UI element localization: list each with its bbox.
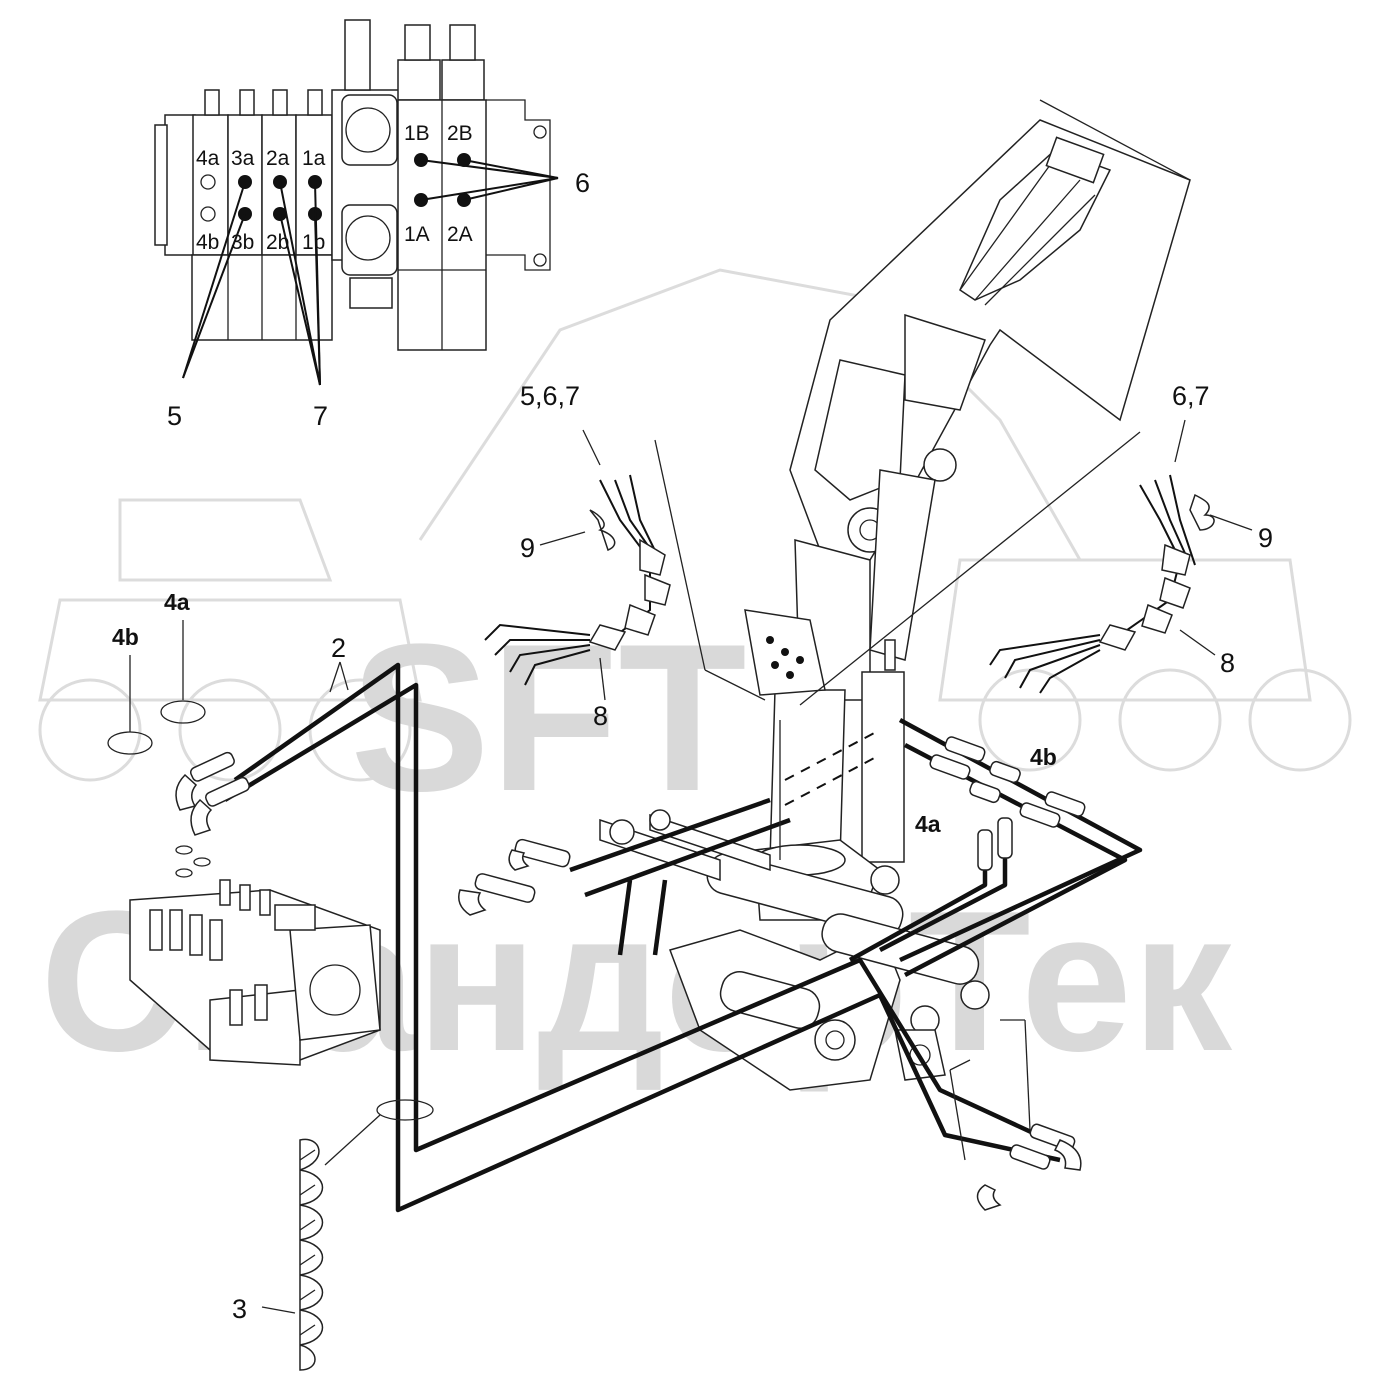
boom-arm: [744, 99, 1191, 863]
port-label-2B: 2B: [447, 122, 473, 145]
port-label-2b: 2b: [266, 231, 289, 254]
port-label-2a: 2a: [266, 147, 290, 170]
callout-6-7: 6,7: [1172, 381, 1210, 411]
callout-7: 7: [313, 401, 328, 431]
valve-assembly-iso: [129, 879, 381, 1066]
callout-4a-fitting: 4a: [915, 811, 941, 837]
callout-6: 6: [575, 168, 590, 198]
bottom-right-elbows: [976, 1123, 1082, 1211]
callout-4b-oring: 4b: [112, 624, 139, 650]
swing-left-fittings: [458, 838, 571, 916]
watermark-logo: SFT: [350, 600, 747, 835]
valve-port-labels: 4a 3a 2a 1a 4b 3b 2b 1b 1B 2B 1A 2A: [196, 122, 473, 254]
callout-5: 5: [167, 401, 182, 431]
port-label-2A: 2A: [447, 223, 473, 246]
spiral-guard-item-3: [261, 1138, 324, 1371]
callout-8-right: 8: [1220, 648, 1235, 678]
port-label-3a: 3a: [231, 147, 255, 170]
control-valve-inset: 4a 3a 2a 1a 4b 3b 2b 1b 1B 2B 1A 2A: [154, 19, 559, 386]
callout-2: 2: [331, 633, 346, 663]
right-fittings-cluster: [929, 736, 1086, 871]
left-elbow-fittings: [175, 751, 250, 878]
leader-lines: [329, 431, 1141, 1161]
hose-bundle-left: [484, 429, 671, 701]
port-label-4b: 4b: [196, 231, 219, 254]
o-ring-4b: [107, 731, 153, 755]
port-label-4a: 4a: [196, 147, 220, 170]
spiral-o-ring: [376, 1099, 434, 1121]
callout-labels: 2 3 4a 4b 5 6 7 5,6,7 6,7 8 8 9 9 4a 4b: [112, 168, 1273, 1324]
callout-4a-oring: 4a: [164, 589, 190, 615]
o-rings: [107, 620, 434, 1166]
port-label-1A: 1A: [404, 223, 430, 246]
hose-bundle-right: [989, 419, 1253, 694]
o-ring-4a: [160, 700, 206, 724]
callout-9-right: 9: [1258, 523, 1273, 553]
valve-leader-lines: [182, 159, 559, 386]
callout-3: 3: [232, 1294, 247, 1324]
port-label-1a: 1a: [302, 147, 326, 170]
port-label-1B: 1B: [404, 122, 430, 145]
port-label-1b: 1b: [302, 231, 325, 254]
callout-8-left: 8: [593, 701, 608, 731]
callout-4b-fitting: 4b: [1030, 744, 1057, 770]
callout-5-6-7: 5,6,7: [520, 381, 580, 411]
callout-9-left: 9: [520, 533, 535, 563]
